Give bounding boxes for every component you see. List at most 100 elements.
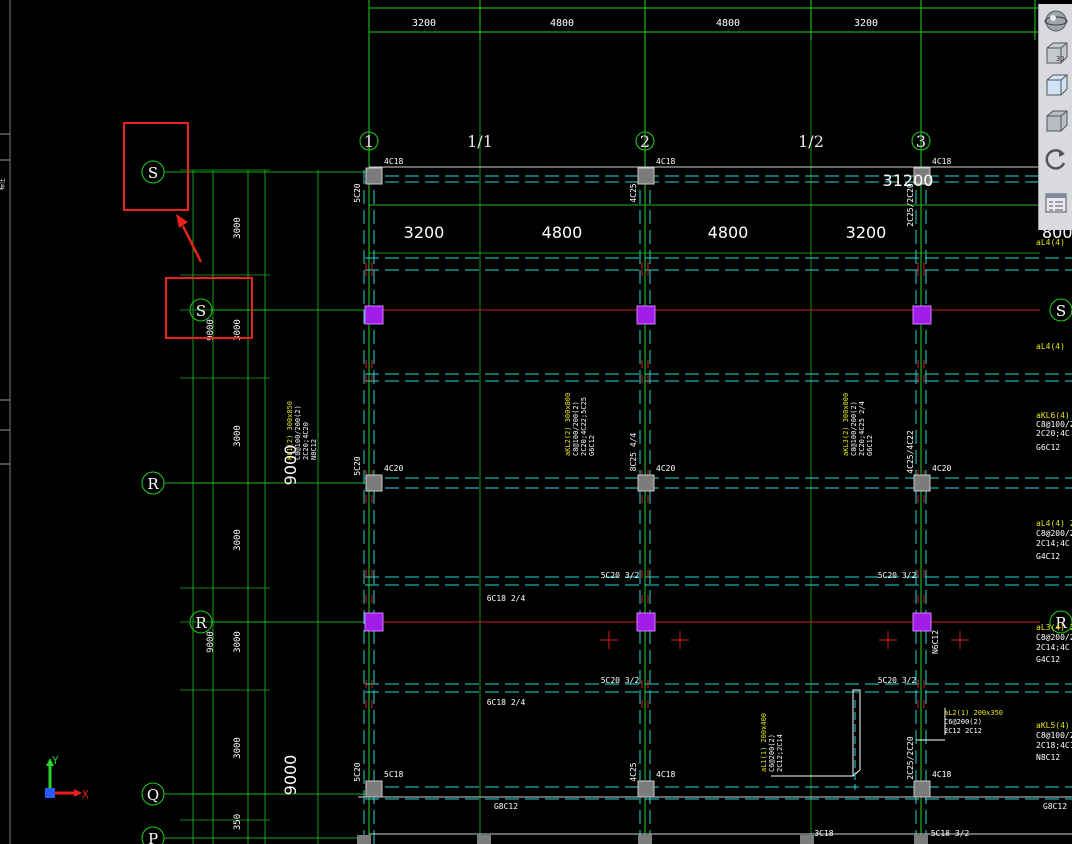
annotation-arrowhead [176,214,188,228]
column-partial [638,835,652,844]
v-dim-outer: 9000 [206,319,216,341]
beam-note-l2: 2C20;4C22;5C25 [580,397,588,456]
v-dim-inner: 3000 [233,631,243,653]
column-label: 4C18 [932,770,951,779]
side-label: 5C20 [353,762,362,781]
right-note: C8@100/2 [1036,731,1072,740]
right-note: N8C12 [1036,753,1060,762]
grid-bubble [635,131,655,151]
column-highlight [636,612,656,632]
column [365,780,383,798]
right-note: 2C18;4C1 [1036,741,1072,750]
grid-bubble-label: 3 [916,132,926,151]
column-label: 4C18 [932,157,951,166]
bottom-label: G8C12 [1043,802,1067,811]
v-dim-outer: 9000 [206,631,216,653]
row-bubble-label: S [196,302,206,320]
column [913,167,931,185]
right-note: 2C20;4C [1036,429,1070,438]
right-note: C8@200/2 [1036,529,1072,538]
view-toolbar: 3D [1038,4,1072,230]
rotate-icon[interactable] [1043,146,1069,172]
beam-note-l3: 2C20;4C25 2/4 [858,401,866,456]
secondary-beam-2 [916,708,946,741]
column-partial [914,835,928,844]
row-bubble-right-label: R [1055,614,1067,632]
row-bubble-right [1049,610,1072,634]
column-partial [357,835,371,844]
column [365,167,383,185]
side-label: 2C25/2C20 [906,183,915,227]
beam-note-l1: aL1(1) 200x400 [760,713,768,772]
row-bubble-label: S [148,164,158,182]
inner-span-label: 4800 [542,223,583,242]
right-note: 2C14;4C [1036,539,1070,548]
ucs-origin [45,788,55,798]
side-label: 2C25/2C20 [906,736,915,780]
right-note: aL4(4) 25 [1036,519,1072,528]
beam-note-l3: aKL3(2) 300x800 [842,393,850,456]
column-label: 4C18 [656,770,675,779]
column [637,167,655,185]
beam-note-l1: C6@200(2) [768,734,776,772]
row-bubble-right-label: S [1056,302,1066,320]
column-label: 4C20 [384,464,403,473]
grid-bubble-label: 1 [364,132,374,151]
side-label: 8C25 4/4 [629,433,638,472]
beam-note-l2b: C6@200(2) [944,718,982,726]
side-label: 4C25/4C22 [906,430,915,474]
orbit-sphere-icon[interactable] [1043,8,1069,34]
inner-span-label: 3200 [846,223,887,242]
beam-note-l1: 2C12;2C14 [776,734,784,772]
right-note: aL3(4) 2 [1036,623,1072,632]
column-highlight [364,305,384,325]
properties-icon[interactable] [1043,190,1069,216]
highlight-box-top [123,122,189,211]
column-label: 4C18 [656,157,675,166]
view-box-icon[interactable] [1043,108,1069,134]
overall-dim-label: 31200 [883,171,934,190]
right-note: G4C12 [1036,655,1060,664]
grid-bubble [359,131,379,151]
beam-label: 5C20 3/2 [878,676,917,685]
right-note: G4C12 [1036,552,1060,561]
grid-bubble-label: 2 [640,132,650,151]
top-span-label: 3200 [854,18,878,29]
svg-text:3D: 3D [1056,55,1064,63]
column-highlight [912,612,932,632]
column-partial [800,835,814,844]
beam-note-l2b: aL2(1) 200x350 [944,709,1003,717]
beam-note-kl1: N8C12 [310,439,318,460]
view-cube-icon[interactable] [1043,72,1069,98]
column [637,780,655,798]
column [913,780,931,798]
side-label: 4C25 [629,762,638,781]
secondary-beam [771,689,861,777]
beam-label: 5C20 3/2 [601,571,640,580]
top-span-label: 4800 [550,18,574,29]
right-note: C8@200/2 [1036,633,1072,642]
row-bubble-label: Q [147,786,159,804]
row-bubble-label: R [147,475,159,493]
side-label: 5C20 [353,456,362,475]
v-dim-inner: 3000 [233,217,243,239]
right-note: 2C14;4C [1036,643,1070,652]
beam-note-l3: C8@100/200(2) [850,401,858,456]
view-3d-icon[interactable]: 3D [1043,40,1069,66]
beam-note-kl1: KL1(2) 300x850 [286,401,294,460]
ucs-y-label: Y [52,754,59,767]
bottom-label: 5C18 3/2 [931,829,970,838]
right-note: C8@100/2 [1036,420,1072,429]
side-label: N6C12 [931,630,940,654]
inner-span-label: 4800 [708,223,749,242]
right-note: G6C12 [1036,443,1060,452]
beam-note-l2: aKL2(2) 300x800 [564,393,572,456]
beam-note-l2: C8@100/200(2) [572,401,580,456]
column-highlight [364,612,384,632]
v-dim-big: 9000 [281,445,300,486]
beam-label: 6C18 2/4 [487,698,526,707]
column [365,474,383,492]
column-label: 4C20 [932,464,951,473]
beam-note-l2: G6C12 [588,435,596,456]
